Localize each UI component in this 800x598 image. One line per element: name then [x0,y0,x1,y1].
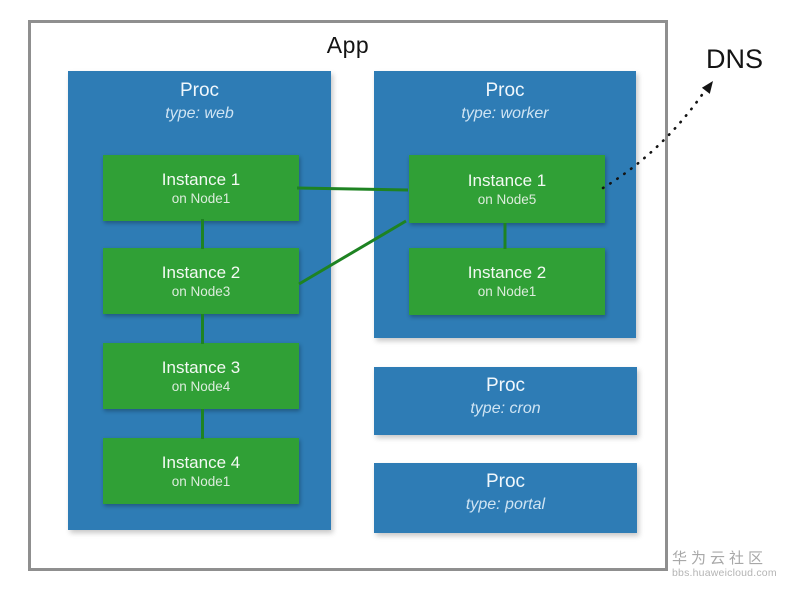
proc-portal-header: Proc type: portal [374,470,637,515]
watermark-community-name: 华为云社区 [672,550,768,567]
proc-cron-header: Proc type: cron [374,374,637,419]
proc-title: Proc [179,80,220,101]
instance-box-web-3: Instance 3 on Node4 [103,343,299,409]
instance-name: Instance 1 [161,169,241,189]
instance-node-label: on Node1 [171,473,231,489]
proc-title: Proc [485,471,526,492]
instance-box-web-1: Instance 1 on Node1 [103,155,299,221]
instance-box-web-2: Instance 2 on Node3 [103,248,299,314]
proc-portal-box: Proc type: portal [374,463,637,533]
instance-node-label: on Node1 [477,284,537,300]
instance-node-label: on Node5 [477,191,537,207]
dns-label: DNS [706,44,764,74]
instance-name: Instance 1 [467,170,547,190]
proc-web-header: Proc type: web [68,79,331,124]
app-title: App [326,32,370,58]
instance-box-web-4: Instance 4 on Node1 [103,438,299,504]
proc-web-box: Proc type: web Instance 1 on Node1 Insta… [68,71,331,530]
proc-worker-header: Proc type: worker [374,79,636,124]
instance-name: Instance 4 [161,452,241,472]
instance-box-worker-1: Instance 1 on Node5 [409,155,605,223]
dns-arrowhead [701,81,713,94]
instance-box-worker-2: Instance 2 on Node1 [409,248,605,315]
watermark-site-url: bbs.huaweicloud.com [672,566,777,579]
instance-name: Instance 2 [467,263,547,283]
instance-node-label: on Node4 [171,378,231,394]
instance-node-label: on Node3 [171,283,231,299]
proc-type-label: type: worker [461,104,549,122]
instance-node-label: on Node1 [171,190,231,206]
app-boundary: App [28,20,668,571]
watermark: 华为云社区 bbs.huaweicloud.com [672,550,798,579]
instance-name: Instance 2 [161,262,241,282]
proc-type-label: type: web [165,104,234,122]
proc-cron-box: Proc type: cron [374,367,637,435]
instance-name: Instance 3 [161,357,241,377]
proc-type-label: type: cron [470,399,541,417]
proc-title: Proc [485,375,526,396]
proc-type-label: type: portal [465,495,546,513]
proc-worker-box: Proc type: worker Instance 1 on Node5 In… [374,71,636,338]
proc-title: Proc [485,80,525,101]
